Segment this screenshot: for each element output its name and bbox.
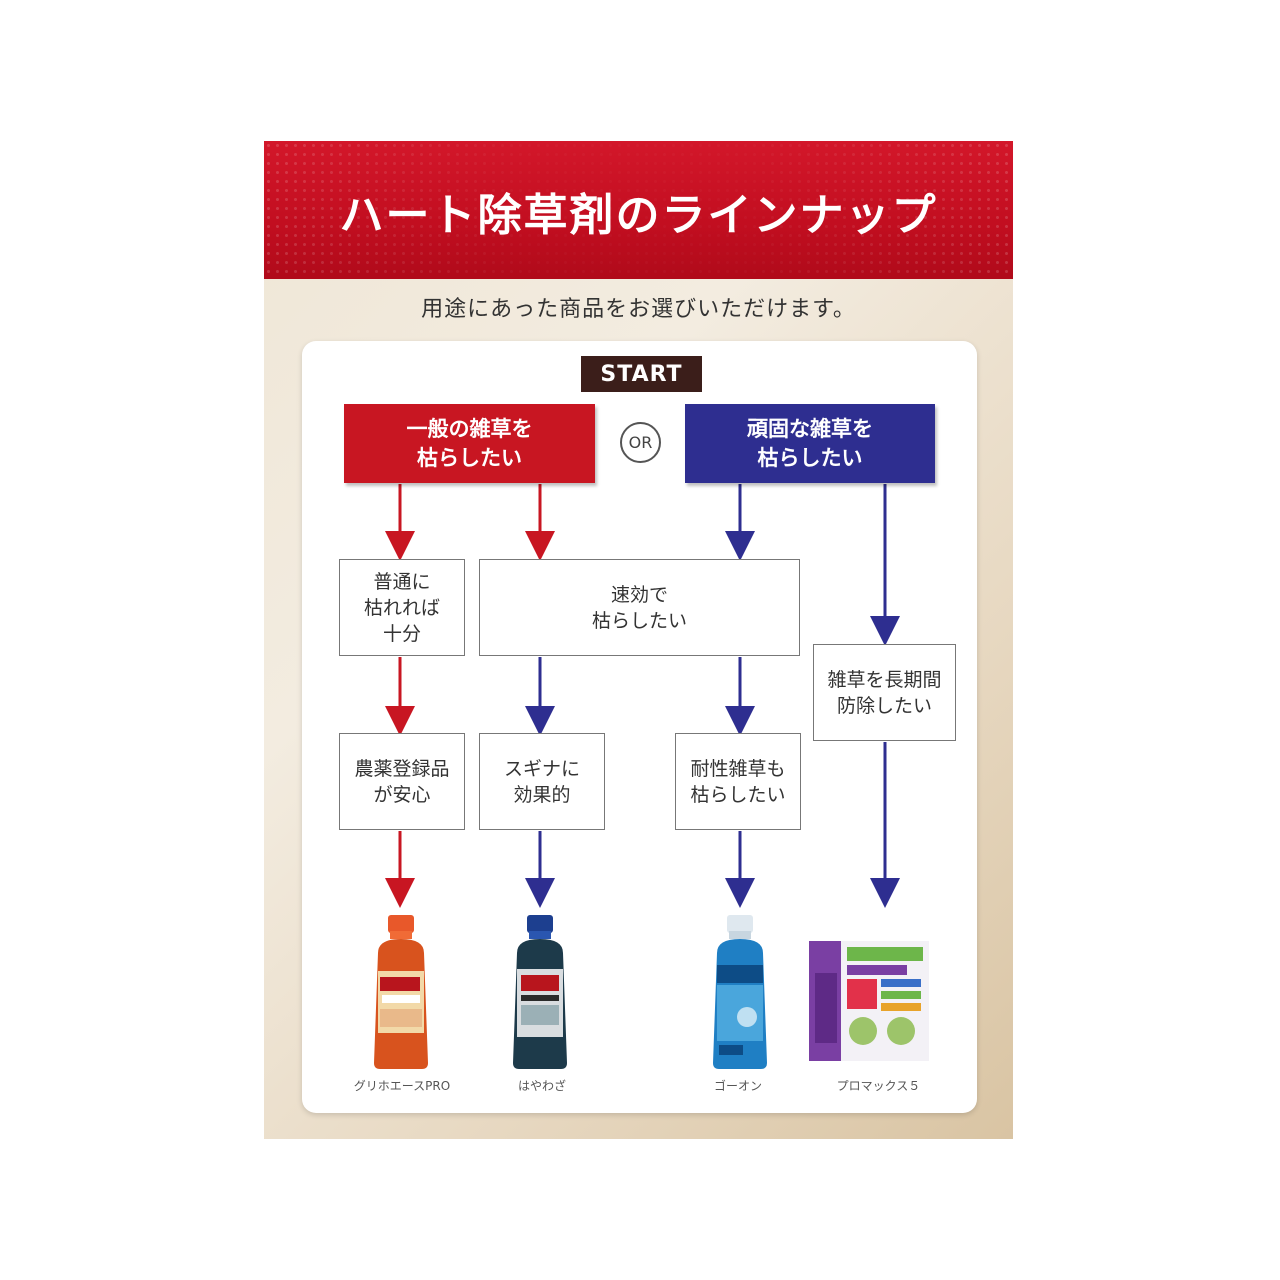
page-subtitle: 用途にあった商品をお選びいただけます。 (421, 297, 856, 322)
product-goon-image (713, 915, 767, 1069)
start-label: START (581, 356, 702, 392)
question-long-line2: 防除したい (836, 694, 932, 717)
question-sugina: スギナに 効果的 (479, 733, 605, 830)
stubborn-weeds-line2: 枯らしたい (757, 445, 863, 470)
question-fast-line1: 速効で (610, 583, 668, 606)
question-sugina-line1: スギナに (503, 757, 580, 780)
general-weeds-box: 一般の雑草を 枯らしたい (344, 404, 595, 483)
header-banner: ハート除草剤のラインナップ (264, 141, 1013, 279)
stubborn-weeds-line1: 頑固な雑草を (747, 416, 873, 441)
question-normal: 普通に 枯れれば 十分 (339, 559, 465, 656)
question-resistant-line1: 耐性雑草も (690, 757, 786, 780)
product-hayawaza-image (513, 915, 567, 1069)
product-promax-image (809, 941, 929, 1061)
product-promax-name: プロマックス５ (836, 1079, 921, 1093)
question-resistant: 耐性雑草も 枯らしたい (675, 733, 801, 830)
question-normal-line2: 枯れれば (363, 596, 440, 619)
question-fast: 速効で 枯らしたい (479, 559, 800, 656)
general-weeds-line2: 枯らしたい (417, 445, 522, 470)
flowchart-panel: START 一般の雑草を 枯らしたい OR 頑固な雑草を 枯らしたい 普通に 枯… (302, 341, 977, 1113)
question-registered-line1: 農薬登録品 (354, 757, 450, 780)
product-hayawaza-name: はやわざ (517, 1079, 566, 1093)
question-registered: 農薬登録品 が安心 (339, 733, 465, 830)
flow-arrows (385, 484, 900, 908)
question-long-term: 雑草を長期間 防除したい (813, 644, 956, 741)
question-fast-line2: 枯らしたい (591, 609, 687, 632)
question-sugina-line2: 効果的 (513, 783, 571, 806)
stubborn-weeds-box: 頑固な雑草を 枯らしたい (685, 404, 935, 483)
or-badge: OR (620, 422, 661, 463)
product-goon-name: ゴーオン (713, 1079, 762, 1093)
question-registered-line2: が安心 (373, 783, 431, 806)
question-resistant-line2: 枯らしたい (690, 783, 786, 806)
question-long-line1: 雑草を長期間 (827, 668, 942, 691)
question-normal-line3: 十分 (382, 622, 421, 645)
question-normal-line1: 普通に (373, 570, 431, 593)
lineup-card: ハート除草剤のラインナップ 用途にあった商品をお選びいただけます。 (264, 141, 1013, 1139)
product-glyphoace-name: グリホエースPRO (353, 1079, 451, 1093)
product-glyphoace-image (374, 915, 428, 1069)
page-title: ハート除草剤のラインナップ (339, 190, 938, 241)
general-weeds-line1: 一般の雑草を (406, 416, 533, 441)
